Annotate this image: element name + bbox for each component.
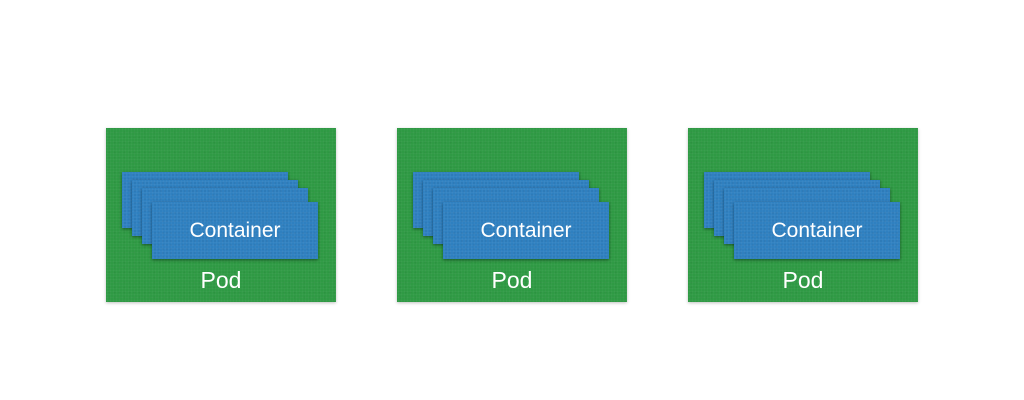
container-label: Container [189, 219, 281, 242]
pod-label: Pod [491, 267, 533, 293]
pod-label: Pod [200, 267, 242, 293]
pod-label: Pod [782, 267, 824, 293]
container-label: Container [480, 219, 572, 242]
container-card-front: Container [734, 202, 900, 259]
container-card-front: Container [443, 202, 609, 259]
pod-box: Container Pod [106, 128, 336, 302]
pod-box: Container Pod [688, 128, 918, 302]
container-card-front: Container [152, 202, 318, 259]
container-label: Container [771, 219, 863, 242]
pod-box: Container Pod [397, 128, 627, 302]
